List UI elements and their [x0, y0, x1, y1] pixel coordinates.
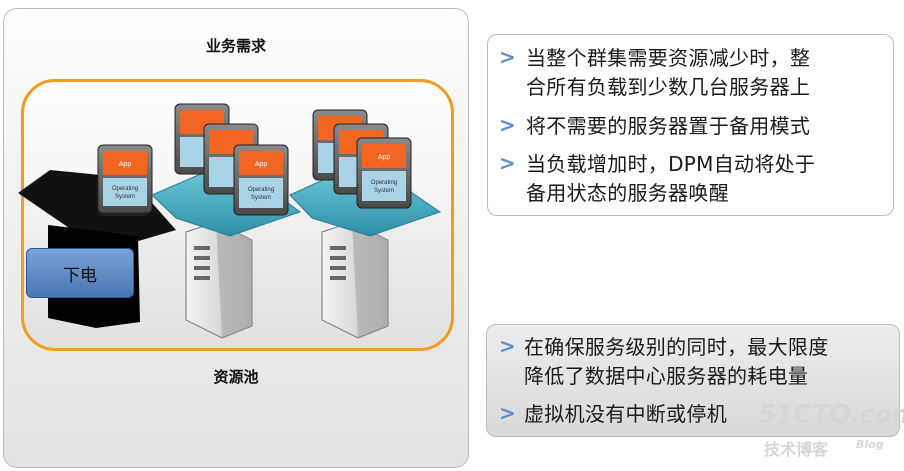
svg-text:Operating: Operating	[371, 180, 397, 186]
svg-text:Operating: Operating	[248, 187, 274, 193]
callout-benefits	[486, 324, 900, 437]
svg-text:System: System	[251, 195, 271, 201]
callout-bottom-bullet-2: 虚拟机没有中断或停机	[524, 402, 727, 426]
bullet-marker	[499, 113, 516, 137]
bullet-marker	[499, 334, 516, 358]
power-off-label: 下电	[26, 248, 134, 298]
vm-card: App Operating System	[356, 137, 412, 209]
app-text: App	[119, 161, 132, 168]
bullet-marker	[499, 151, 516, 175]
vm-card-offline: App Operating System	[97, 144, 153, 214]
svg-text:App: App	[255, 161, 268, 168]
callout-top-bullet-1: 当整个群集需要资源减少时，整合所有负载到少数几台服务器上	[526, 46, 811, 99]
svg-text:System: System	[115, 194, 135, 200]
callout-top-bullet-2: 将不需要的服务器置于备用模式	[526, 114, 811, 138]
bullet-marker	[499, 401, 516, 425]
svg-text:App: App	[378, 154, 391, 161]
watermark-logo: 51CTO.com 技术博客 Blog	[758, 400, 904, 459]
svg-text:Operating: Operating	[112, 186, 138, 192]
callout-bottom-bullet-1: 在确保服务级别的同时，最大限度降低了数据中心服务器的耗电量	[524, 335, 829, 388]
business-demand-label: 业务需求	[205, 37, 266, 55]
svg-text:System: System	[374, 188, 394, 194]
bullet-marker	[499, 45, 516, 69]
callout-top-bullet-3: 当负载增加时，DPM自动将处于备用状态的服务器唤醒	[526, 152, 816, 205]
callout-dpm-behavior	[487, 34, 894, 216]
vm-card: App Operating System	[233, 144, 289, 216]
resource-pool-label: 资源池	[213, 368, 259, 386]
